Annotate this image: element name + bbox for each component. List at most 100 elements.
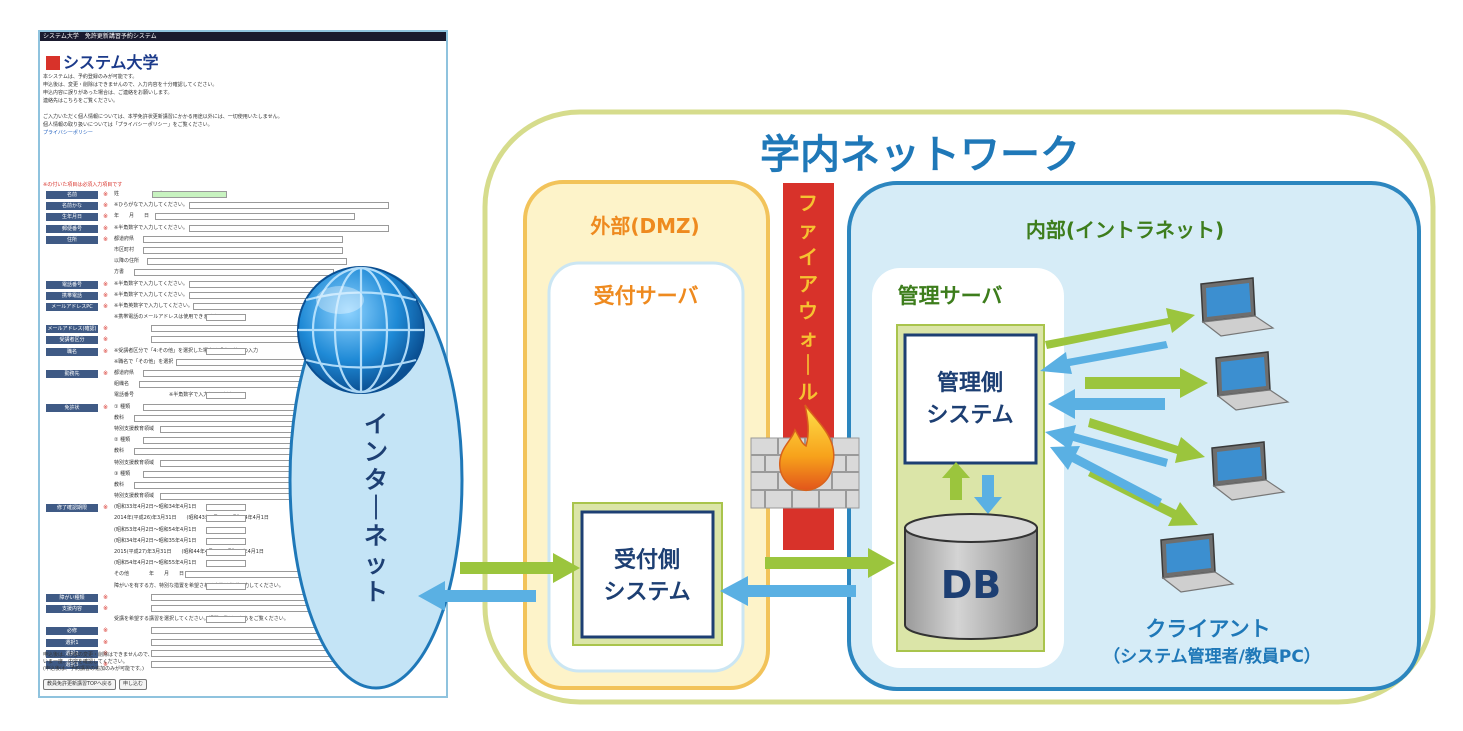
required-mark: ※ xyxy=(103,202,109,210)
form-buttons: 教員免許更新講習TOPへ戻る申し込む xyxy=(43,679,443,690)
required-mark: ※ xyxy=(103,604,109,612)
field-label: 受講者区分 xyxy=(46,336,98,345)
field-label: メールアドレスPC xyxy=(46,302,98,311)
firewall-label: ファイアウォ｜ル xyxy=(798,191,818,404)
required-mark: ※ xyxy=(103,403,109,411)
form-row: 2015(平成27)年3月31日 (昭和44年4月2日〜昭和45年4月1日 xyxy=(46,548,446,559)
field-input[interactable] xyxy=(206,616,246,624)
field-note: (昭和33年4月2日〜昭和34年4月1日 xyxy=(114,504,197,511)
field-note: ※ひらがなで入力してください。 xyxy=(114,202,188,209)
db-to-reception-arrow xyxy=(720,576,856,606)
required-mark: ※ xyxy=(103,593,109,601)
field-label: 免許状 xyxy=(46,403,98,412)
database-cylinder xyxy=(904,513,1038,640)
required-mark: ※ xyxy=(103,347,109,355)
field-input[interactable] xyxy=(189,224,389,232)
field-note: 都道府県 xyxy=(114,370,135,376)
bottom-line: 申込後は、内容の変更・削除はできませんので、 xyxy=(43,652,153,658)
back-to-top-button[interactable]: 教員免許更新講習TOPへ戻る xyxy=(43,679,117,690)
field-input[interactable] xyxy=(155,213,356,221)
db-label: DB xyxy=(941,563,1002,607)
required-mark: ※ xyxy=(103,291,109,299)
field-label: 住所 xyxy=(46,235,98,244)
field-input[interactable] xyxy=(206,582,246,590)
intro-line: 本システムは、予約登録のみが可能です。 xyxy=(43,74,138,80)
required-mark: ※ xyxy=(103,638,109,646)
form-row: 職名※※受講者区分で「4:その他」を選択した場合は「その他」の入力 xyxy=(46,347,446,358)
bottom-line: (申込後は、予約講習の追加のみが可能です。) xyxy=(43,666,144,672)
field-input[interactable] xyxy=(206,549,246,556)
reception-system-line2: システム xyxy=(603,580,690,605)
intro-line: 連絡先はこちらをご覧ください。 xyxy=(43,98,119,104)
field-note: (昭和54年4月2日〜昭和55年4月1日 xyxy=(114,560,197,567)
form-row: 修了確認期限※(昭和33年4月2日〜昭和34年4月1日 xyxy=(46,503,446,514)
field-note: 教科 xyxy=(114,414,125,421)
field-note: 方書 xyxy=(114,269,125,276)
field-input[interactable] xyxy=(206,504,246,512)
field-input[interactable] xyxy=(206,392,246,400)
required-mark: ※ xyxy=(103,302,109,310)
field-note: 姓 名 xyxy=(114,191,165,197)
required-mark: ※ xyxy=(103,336,109,344)
form-row: 受講を希望する講習を選択してください。講習一覧はこちらをご覧ください。 xyxy=(46,615,446,626)
client-label: クライアント xyxy=(1145,617,1270,641)
form-intro: 本システムは、予約登録のみが可能です。申込後は、変更・削除はできませんので、入力… xyxy=(43,74,443,138)
field-input[interactable] xyxy=(142,246,343,254)
form-row: (昭和53年4月2日〜昭和54年4月1日 xyxy=(46,526,446,537)
campus-title: 学内ネットワーク xyxy=(760,132,1080,178)
internet-label: インタ｜ネット xyxy=(364,410,388,606)
field-note: その他 年 月 日 xyxy=(114,571,185,578)
field-input[interactable] xyxy=(206,560,246,568)
dmz-title: 外部(DMZ) xyxy=(590,214,699,238)
required-mark: ※ xyxy=(103,627,109,635)
field-input[interactable] xyxy=(142,235,343,243)
reception-to-db-arrow xyxy=(765,548,895,578)
firewall-icon xyxy=(750,404,860,509)
reception-server-label: 受付サーバ xyxy=(594,284,699,308)
laptop-icon xyxy=(1215,351,1290,411)
intro-line[interactable]: プライバシーポリシー xyxy=(43,130,93,136)
field-note: 電話番号 ※半角数字で入力してください xyxy=(114,392,238,399)
form-row: 以降の住所 xyxy=(46,257,446,268)
field-input[interactable] xyxy=(206,526,246,534)
form-bottom: 申込後は、内容の変更・削除はできませんので、いま一度、内容を確認してください。(… xyxy=(43,652,443,690)
field-label: 電話番号 xyxy=(46,280,98,289)
field-note: 組織名 xyxy=(114,381,130,388)
field-note: 教科 xyxy=(114,481,125,488)
intro-line: 個人情報の取り扱いについては「プライバシーポリシー」をご覧ください。 xyxy=(43,122,213,128)
field-note: ※半角数字で入力してください。 xyxy=(114,224,188,231)
form-topbar: システム大学 免許更新講習予約システム xyxy=(40,32,446,41)
form-row: (昭和54年4月2日〜昭和55年4月1日 xyxy=(46,559,446,570)
form-row: (昭和34年4月2日〜昭和35年4月1日 xyxy=(46,537,446,548)
internet-to-reception-arrow xyxy=(460,553,580,583)
field-input[interactable] xyxy=(206,515,246,523)
field-label: 選択2 xyxy=(46,649,98,658)
required-mark: ※ xyxy=(103,660,109,668)
client-laptops xyxy=(1160,277,1290,593)
bottom-line: いま一度、内容を確認してください。 xyxy=(43,659,128,665)
field-note: 特別支援教育領域 xyxy=(114,425,155,432)
submit-button[interactable]: 申し込む xyxy=(119,679,148,690)
field-label: 選択3 xyxy=(46,660,98,669)
field-note: ※半角英数字で入力してください。 xyxy=(114,302,193,309)
field-input[interactable] xyxy=(152,191,227,198)
field-input[interactable] xyxy=(206,347,246,355)
laptop-icon xyxy=(1211,441,1286,501)
field-input[interactable] xyxy=(206,537,246,545)
form-row: 電話番号 ※半角数字で入力してください xyxy=(46,391,446,402)
field-input[interactable] xyxy=(206,314,246,322)
intranet-title: 内部(イントラネット) xyxy=(1026,218,1224,242)
field-label: 勤務先 xyxy=(46,370,98,378)
admin-server-label: 管理サーバ xyxy=(898,284,1003,308)
field-label: 必修 xyxy=(46,627,98,636)
form-row: 2014年(平成26)年3月31日 (昭和43年4月2日〜昭和44年4月1日 xyxy=(46,514,446,525)
field-input[interactable] xyxy=(189,202,389,210)
client-sublabel: （システム管理者/教員PC） xyxy=(1103,646,1321,667)
field-input[interactable] xyxy=(147,258,347,266)
field-label: 名前かな xyxy=(46,202,98,211)
field-note: 以降の住所 xyxy=(114,258,140,265)
form-logo: システム大学 xyxy=(46,54,159,72)
admin-to-db-arrow xyxy=(974,475,1002,514)
field-note: 特別支援教育領域 xyxy=(114,493,155,500)
